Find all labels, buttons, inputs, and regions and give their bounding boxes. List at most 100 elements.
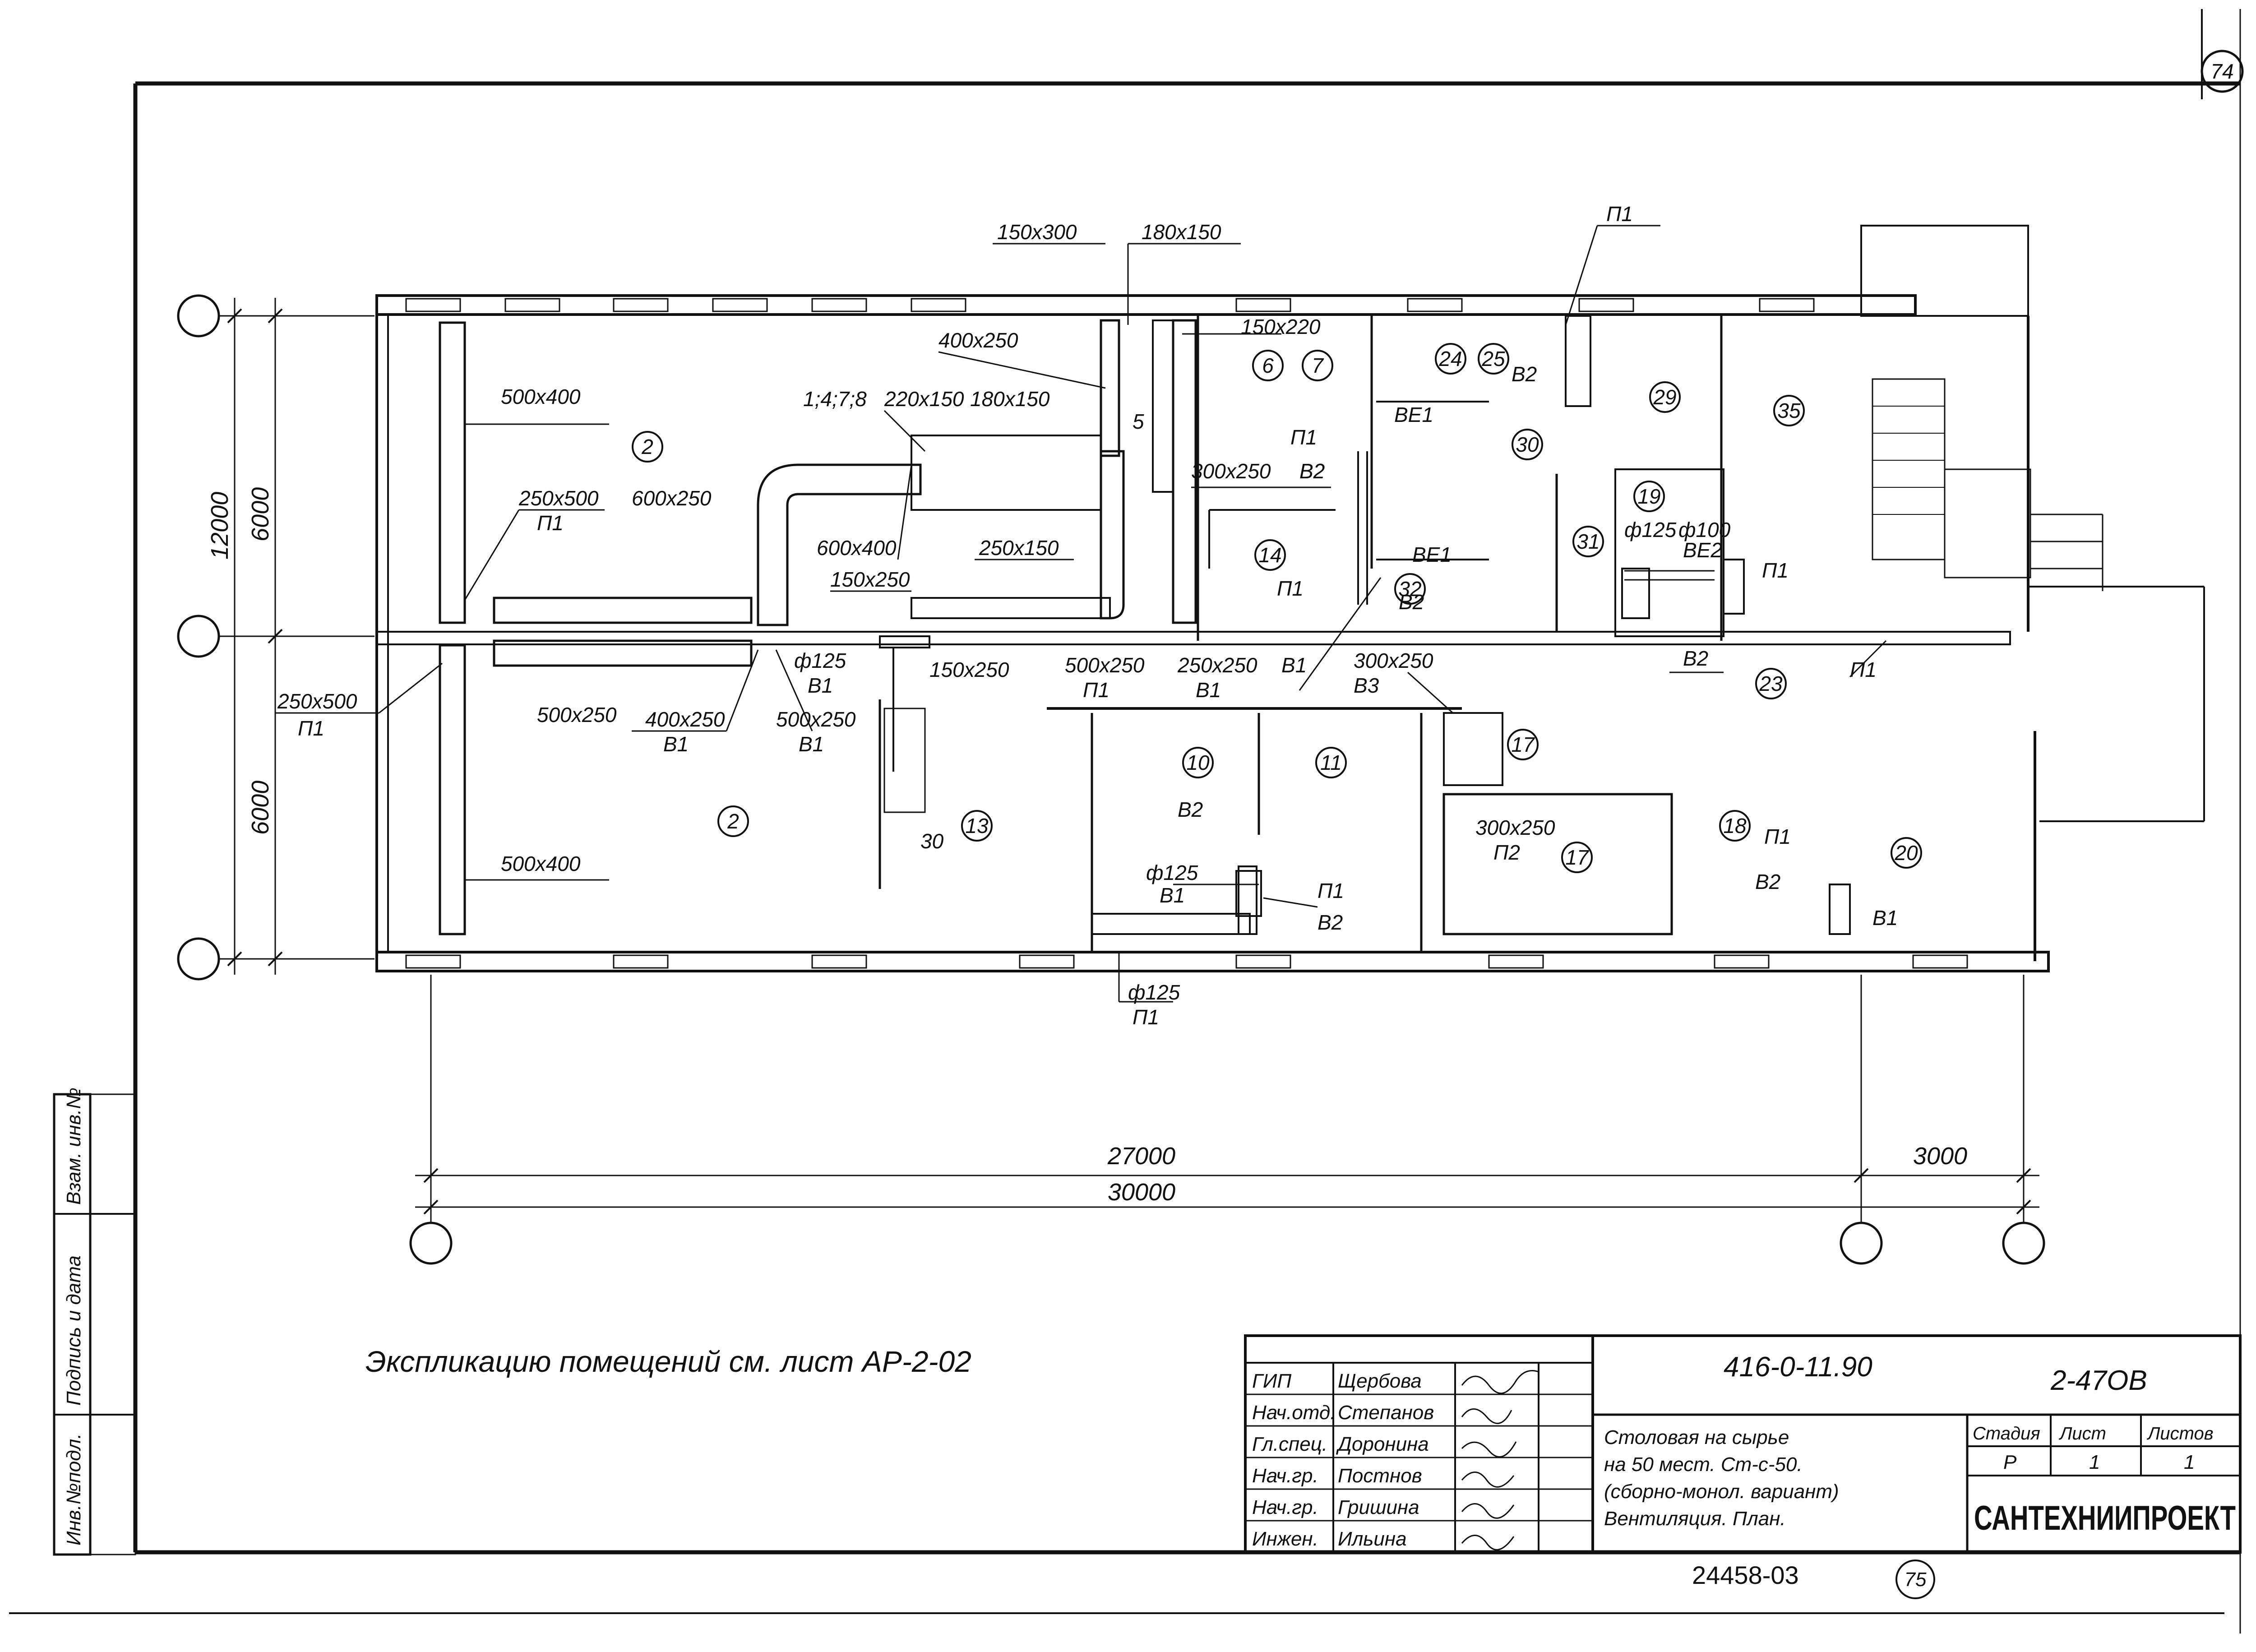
sheet-number-top: 74 bbox=[2201, 50, 2244, 93]
role-group-head-1: Нач.гр. bbox=[1252, 1465, 1318, 1487]
duct-label-250x150: 250x150 bbox=[979, 536, 1059, 560]
sheet-number-bottom: 75 bbox=[1895, 1559, 1935, 1599]
svg-text:35: 35 bbox=[1777, 399, 1801, 422]
room-marker: 23 bbox=[1755, 668, 1787, 699]
duct-label-300x250-a-sys: В2 bbox=[1299, 459, 1325, 483]
room-marker: 30 bbox=[1512, 429, 1543, 460]
duct-label-500x250-low: 500x250 bbox=[776, 708, 856, 731]
duct-label-250x500-left: 250x500 bbox=[277, 689, 357, 713]
system-label-p1-20: П1 bbox=[1764, 825, 1791, 848]
dim-width-ext: 3000 bbox=[1913, 1143, 1967, 1170]
room-markers: 2 2 13 10 11 6 7 14 24 25 30 32 29 19 31… bbox=[632, 343, 1922, 873]
system-label-b2-a: В2 bbox=[1299, 459, 1325, 483]
duct-label-600x400: 600x400 bbox=[817, 536, 897, 560]
system-label-p1-r: П1 bbox=[1762, 559, 1789, 582]
stamp-signature-label: Подпись и дата bbox=[63, 1255, 85, 1406]
name-1: Щербова bbox=[1338, 1370, 1422, 1392]
sheets-value: 1 bbox=[2184, 1451, 2195, 1473]
system-label-p1-top: П1 bbox=[1606, 202, 1633, 226]
role-gip: ГИП bbox=[1252, 1370, 1291, 1392]
duct-label-500x250-mid: 500x250 bbox=[1065, 653, 1145, 677]
sheet-code: 2-47ОВ bbox=[2050, 1365, 2147, 1396]
svg-text:17: 17 bbox=[1511, 733, 1535, 756]
duct-label-250x250-sys: В1 bbox=[1196, 678, 1221, 702]
svg-text:18: 18 bbox=[1723, 814, 1747, 838]
duct-label-phi125-a-sys: В1 bbox=[808, 674, 833, 697]
duct-label-250x500-top-sys: П1 bbox=[537, 511, 564, 535]
stage-value: Р bbox=[2003, 1451, 2017, 1473]
svg-text:10: 10 bbox=[1186, 751, 1210, 774]
system-label-b2-20: В2 bbox=[1755, 870, 1780, 893]
duct-label-phi125-a: ф125 bbox=[794, 649, 846, 672]
svg-text:25: 25 bbox=[1481, 347, 1505, 370]
duct-label-180x150-top: 180x150 bbox=[1142, 220, 1221, 244]
system-label-p1-b: П1 bbox=[1277, 577, 1304, 600]
building-walls bbox=[375, 225, 2205, 972]
dim-height-total: 12000 bbox=[206, 492, 233, 560]
organization-name: САНТЕХНИИПРОЕКТ bbox=[1974, 1499, 2236, 1537]
name-4: Постнов bbox=[1338, 1465, 1422, 1487]
duct-label-500x400-bottom: 500x400 bbox=[501, 852, 581, 875]
svg-text:11: 11 bbox=[1320, 751, 1342, 774]
stamp-inventory-label: Инв.№подл. bbox=[63, 1433, 85, 1546]
role-engineer: Инжен. bbox=[1252, 1528, 1318, 1550]
duct-label-marks: 1;4;7;8 bbox=[803, 387, 867, 411]
system-labels: П1 В2 ВЕ1 П1 В2 ВЕ1 П1 В2 П1 В2 П1 В2 П1… bbox=[1178, 202, 1898, 934]
room-marker: 14 bbox=[1254, 539, 1286, 571]
name-3: Доронина bbox=[1336, 1433, 1429, 1455]
duct-label-300x250-b: 300x250 bbox=[1354, 649, 1433, 672]
svg-text:2: 2 bbox=[727, 810, 739, 833]
sheets-header: Листов bbox=[2146, 1424, 2214, 1444]
room-marker: 20 bbox=[1891, 837, 1922, 869]
duct-label-500x250-mid-sys: П1 bbox=[1083, 678, 1110, 702]
svg-text:74: 74 bbox=[2210, 60, 2233, 83]
room-marker: 10 bbox=[1182, 747, 1214, 778]
title-block: ГИП Нач.отд. Гл.спец. Нач.гр. Нач.гр. Ин… bbox=[1244, 1334, 2242, 1554]
duct-label-be2: ВЕ2 bbox=[1683, 538, 1722, 562]
room-marker: 19 bbox=[1633, 481, 1665, 512]
dimension-lines: 12000 6000 6000 27000 3000 30000 bbox=[206, 298, 2039, 1215]
svg-text:6: 6 bbox=[1262, 354, 1274, 377]
svg-text:32: 32 bbox=[1398, 577, 1421, 601]
dim-width-total: 30000 bbox=[1108, 1179, 1175, 1206]
room-marker: 29 bbox=[1649, 381, 1681, 413]
duct-labels: 500x400 500x400 250x500 П1 250x500 П1 60… bbox=[277, 220, 1731, 1029]
room-marker: 7 bbox=[1302, 350, 1333, 381]
name-5: Гришина bbox=[1338, 1496, 1419, 1518]
duct-label-phi125-c: ф125 bbox=[1128, 981, 1180, 1004]
svg-text:29: 29 bbox=[1653, 385, 1676, 409]
duct-label-300x250-a: 300x250 bbox=[1191, 459, 1271, 483]
duct-label-600x250: 600x250 bbox=[632, 486, 712, 510]
duct-label-500x400-top: 500x400 bbox=[501, 385, 581, 408]
svg-text:7: 7 bbox=[1312, 354, 1324, 377]
stamp-replaces-label: Взам. инв.№ bbox=[63, 1087, 85, 1205]
svg-text:17: 17 bbox=[1565, 846, 1589, 869]
system-label-p1-mid: П1 bbox=[1318, 879, 1344, 902]
ductwork bbox=[439, 315, 1851, 935]
duct-label-400x250: 400x250 bbox=[938, 329, 1018, 352]
svg-text:24: 24 bbox=[1438, 347, 1462, 370]
room-marker: 6 bbox=[1252, 350, 1284, 381]
duct-label-500x250-low-sys: В1 bbox=[799, 732, 824, 756]
svg-text:19: 19 bbox=[1637, 485, 1660, 508]
room-marker: 2 bbox=[717, 805, 749, 837]
drawing-frame bbox=[9, 9, 2241, 1633]
duct-label-220x150: 220x150 bbox=[884, 387, 964, 411]
duct-label-phi125-d: ф125 bbox=[1624, 518, 1677, 541]
system-label-b1-20: В1 bbox=[1872, 906, 1898, 930]
duct-label-250x500-top: 250x500 bbox=[518, 486, 599, 510]
svg-text:14: 14 bbox=[1258, 543, 1281, 567]
svg-text:75: 75 bbox=[1905, 1569, 1927, 1591]
svg-text:13: 13 bbox=[965, 814, 989, 838]
dim-width-main: 27000 bbox=[1107, 1143, 1175, 1170]
room-marker: 32 bbox=[1394, 573, 1426, 605]
duct-label-400x250-low: 400x250 bbox=[645, 708, 725, 731]
doc-code: 416-0-11.90 bbox=[1724, 1351, 1872, 1383]
side-stamp: Инв.№подл. Подпись и дата Взам. инв.№ bbox=[53, 1087, 136, 1556]
duct-label-phi125-b: ф125 bbox=[1146, 861, 1198, 884]
system-label-b2-mid2: В2 bbox=[1318, 911, 1343, 934]
svg-text:2: 2 bbox=[641, 435, 653, 458]
svg-text:30: 30 bbox=[1516, 433, 1539, 456]
callout-leaders bbox=[275, 225, 1887, 1003]
